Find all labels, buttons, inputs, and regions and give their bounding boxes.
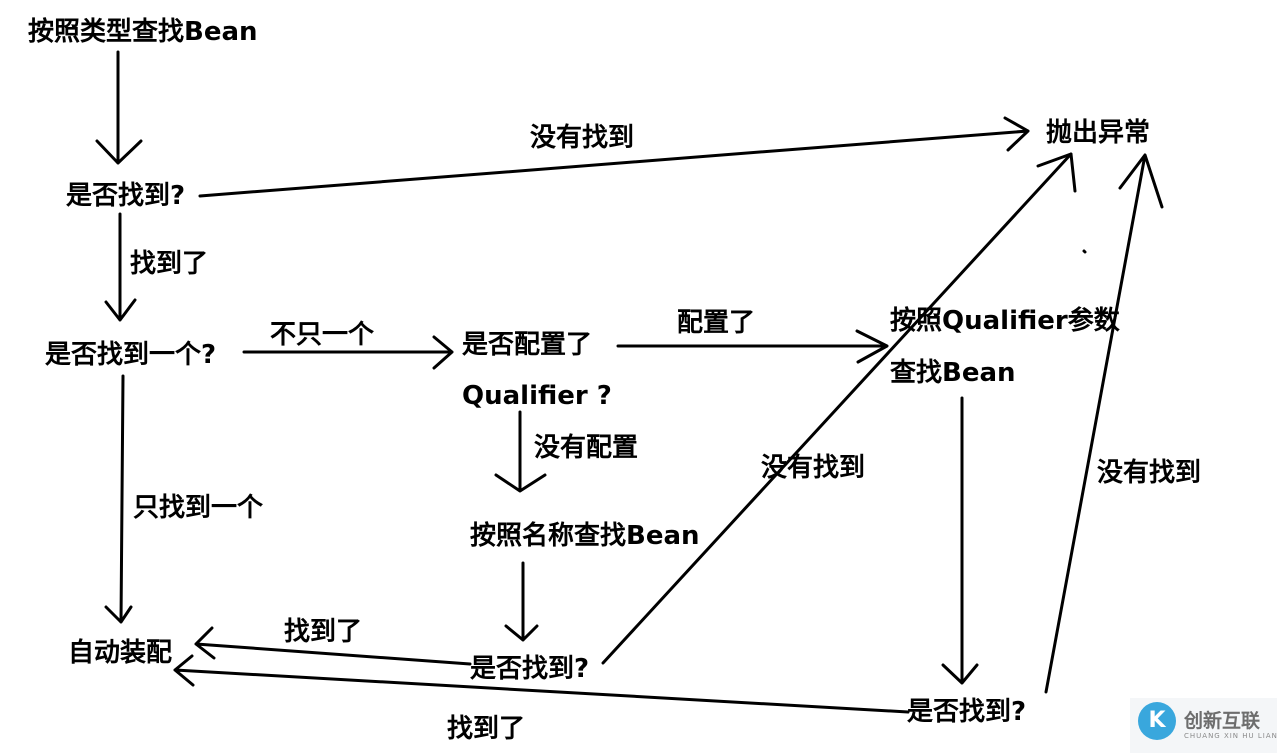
- arrow-onlyone-to-autowire: [104, 374, 133, 624]
- node-found-q2: 是否找到?: [470, 654, 590, 684]
- label-not-found-mid: 没有找到: [761, 453, 866, 483]
- arrow-onlyone-to-qualifier: [242, 335, 454, 370]
- label-not-found-top: 没有找到: [530, 123, 635, 153]
- watermark: K 创新互联 CHUANG XIN HU LIAN: [1130, 698, 1277, 753]
- label-found-3: 找到了: [447, 714, 526, 744]
- node-found-q3: 是否找到?: [907, 697, 1027, 727]
- label-not-found-right: 没有找到: [1097, 458, 1202, 488]
- node-only-one-q: 是否找到一个?: [45, 340, 217, 370]
- arrow-qualifier-to-byname: [494, 410, 547, 493]
- node-find-by-name: 按照名称查找Bean: [470, 521, 700, 551]
- arrow-found1-to-onlyone: [104, 212, 137, 322]
- arrow-found3-to-autowire: [173, 654, 910, 714]
- arrow-qualifier-to-byqualifier: [616, 329, 889, 364]
- stray-dot: [1082, 249, 1087, 254]
- node-qualifier-q-line2: Qualifier ?: [462, 381, 612, 411]
- watermark-name: 创新互联: [1184, 710, 1261, 732]
- node-find-by-qualifier-line1: 按照Qualifier参数: [890, 306, 1120, 336]
- node-qualifier-q-line1: 是否配置了: [462, 330, 593, 360]
- arrow-found3-to-exception: [1044, 153, 1164, 694]
- label-found-1: 找到了: [130, 249, 209, 279]
- arrow-found2-to-autowire: [194, 626, 472, 666]
- label-only-one: 只找到一个: [133, 493, 264, 523]
- arrow-byname-to-found2: [504, 561, 539, 642]
- node-find-by-type: 按照类型查找Bean: [28, 17, 258, 47]
- label-configured: 配置了: [677, 308, 756, 338]
- node-found-q1: 是否找到?: [66, 181, 186, 211]
- arrow-byqualifier-to-found3: [941, 396, 979, 685]
- arrow-found2-to-exception: [601, 152, 1077, 665]
- node-throw-exception: 抛出异常: [1046, 118, 1151, 148]
- arrow-found1-to-exception: [198, 116, 1030, 198]
- watermark-logo-icon: K: [1138, 702, 1176, 740]
- label-not-configured: 没有配置: [534, 433, 639, 463]
- label-found-2: 找到了: [284, 617, 363, 647]
- node-find-by-qualifier-line2: 查找Bean: [890, 358, 1016, 388]
- node-autowire: 自动装配: [68, 638, 173, 668]
- label-not-only-one: 不只一个: [270, 320, 375, 350]
- watermark-subtitle: CHUANG XIN HU LIAN: [1184, 732, 1277, 740]
- arrow-type-to-found: [95, 50, 143, 165]
